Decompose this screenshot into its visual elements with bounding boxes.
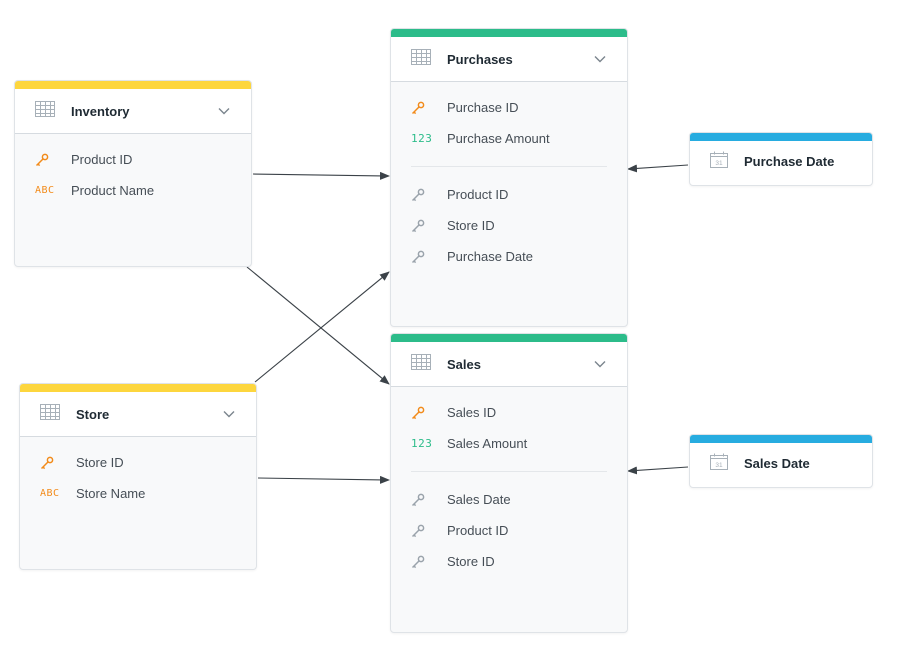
- dataset-title: Sales Date: [744, 456, 810, 471]
- field-row[interactable]: 123 Purchase Amount: [391, 123, 627, 154]
- dataset-card-sales[interactable]: Sales Sales ID 123 Sales Amount Sales Da…: [390, 333, 628, 633]
- field-label: Store Name: [76, 486, 146, 501]
- dataset-title: Store: [76, 406, 110, 422]
- chevron-down-icon[interactable]: [593, 357, 607, 371]
- field-row[interactable]: Sales ID: [391, 397, 627, 428]
- field-row[interactable]: Purchase ID: [391, 92, 627, 123]
- measure-icon: 123: [411, 132, 433, 145]
- field-row[interactable]: Product ID: [15, 144, 251, 175]
- reference-key-icon: [411, 250, 435, 264]
- field-label: Purchase ID: [447, 100, 519, 115]
- key-icon: [411, 406, 435, 420]
- field-label: Product ID: [71, 152, 133, 167]
- dataset-title: Purchases: [447, 51, 513, 67]
- svg-text:31: 31: [715, 160, 723, 167]
- field-row[interactable]: Sales Date: [391, 484, 627, 515]
- reference-key-icon: [411, 524, 435, 538]
- field-row[interactable]: Purchase Date: [391, 241, 627, 272]
- chevron-down-icon[interactable]: [217, 104, 231, 118]
- field-label: Product Name: [71, 183, 155, 198]
- attribute-dataset-bar: [20, 384, 256, 392]
- key-icon: [411, 101, 435, 115]
- field-row[interactable]: ABC Product Name: [15, 175, 251, 206]
- date-dataset-bar: [690, 435, 872, 443]
- field-label: Sales ID: [447, 405, 497, 420]
- field-row[interactable]: Store ID: [391, 546, 627, 577]
- field-row[interactable]: ABC Store Name: [20, 478, 256, 509]
- fact-dataset-bar: [391, 334, 627, 342]
- date-dataset-card-purchase-date[interactable]: 31 Purchase Date: [689, 132, 873, 186]
- field-label: Store ID: [76, 455, 124, 470]
- field-row[interactable]: Store ID: [391, 210, 627, 241]
- dataset-title: Purchase Date: [744, 154, 835, 169]
- fact-dataset-bar: [391, 29, 627, 37]
- measure-icon: 123: [411, 437, 433, 450]
- key-icon: [35, 153, 59, 167]
- date-dataset-card-sales-date[interactable]: 31 Sales Date: [689, 434, 873, 488]
- connector-salesdate-sales[interactable]: [627, 466, 689, 475]
- field-row[interactable]: Store ID: [20, 447, 256, 478]
- reference-key-icon: [411, 188, 435, 202]
- text-attribute-icon: ABC: [35, 185, 55, 196]
- reference-key-icon: [411, 493, 435, 507]
- calendar-icon: 31: [710, 453, 728, 475]
- field-label: Product ID: [447, 523, 509, 538]
- field-label: Store ID: [447, 218, 495, 233]
- reference-key-icon: [411, 555, 435, 569]
- dataset-header[interactable]: Purchases: [391, 37, 627, 82]
- field-label: Store ID: [447, 554, 495, 569]
- chevron-down-icon[interactable]: [593, 52, 607, 66]
- section-divider: [411, 166, 607, 167]
- connector-store-purchases[interactable]: [254, 271, 390, 383]
- field-label: Sales Amount: [447, 436, 528, 451]
- dataset-card-inventory[interactable]: Inventory Product ID ABC Product Name: [14, 80, 252, 267]
- date-dataset-bar: [690, 133, 872, 141]
- attribute-dataset-bar: [15, 81, 251, 89]
- connector-purchasedate-purchases[interactable]: [627, 164, 689, 173]
- dataset-title: Sales: [447, 356, 481, 372]
- field-row[interactable]: 123 Sales Amount: [391, 428, 627, 459]
- section-divider: [411, 471, 607, 472]
- reference-key-icon: [411, 219, 435, 233]
- key-icon: [40, 456, 64, 470]
- table-icon: [35, 100, 55, 122]
- dataset-header[interactable]: Store: [20, 392, 256, 437]
- dataset-card-store[interactable]: Store Store ID ABC Store Name: [19, 383, 257, 570]
- field-label: Product ID: [447, 187, 509, 202]
- calendar-icon: 31: [710, 151, 728, 173]
- table-icon: [40, 403, 60, 425]
- dataset-card-purchases[interactable]: Purchases Purchase ID 123 Purchase Amoun…: [390, 28, 628, 327]
- connector-inventory-sales[interactable]: [246, 266, 390, 385]
- field-row[interactable]: Product ID: [391, 179, 627, 210]
- svg-text:31: 31: [715, 462, 723, 469]
- chevron-down-icon[interactable]: [222, 407, 236, 421]
- connector-store-sales[interactable]: [257, 475, 390, 484]
- dataset-header[interactable]: Sales: [391, 342, 627, 387]
- field-label: Purchase Amount: [447, 131, 550, 146]
- dataset-header[interactable]: Inventory: [15, 89, 251, 134]
- connector-inventory-purchases[interactable]: [252, 171, 390, 180]
- dataset-title: Inventory: [71, 103, 130, 119]
- field-label: Purchase Date: [447, 249, 533, 264]
- dataset-header[interactable]: 31 Purchase Date: [690, 141, 872, 182]
- table-icon: [411, 48, 431, 70]
- field-label: Sales Date: [447, 492, 511, 507]
- dataset-header[interactable]: 31 Sales Date: [690, 443, 872, 484]
- field-row[interactable]: Product ID: [391, 515, 627, 546]
- text-attribute-icon: ABC: [40, 488, 60, 499]
- table-icon: [411, 353, 431, 375]
